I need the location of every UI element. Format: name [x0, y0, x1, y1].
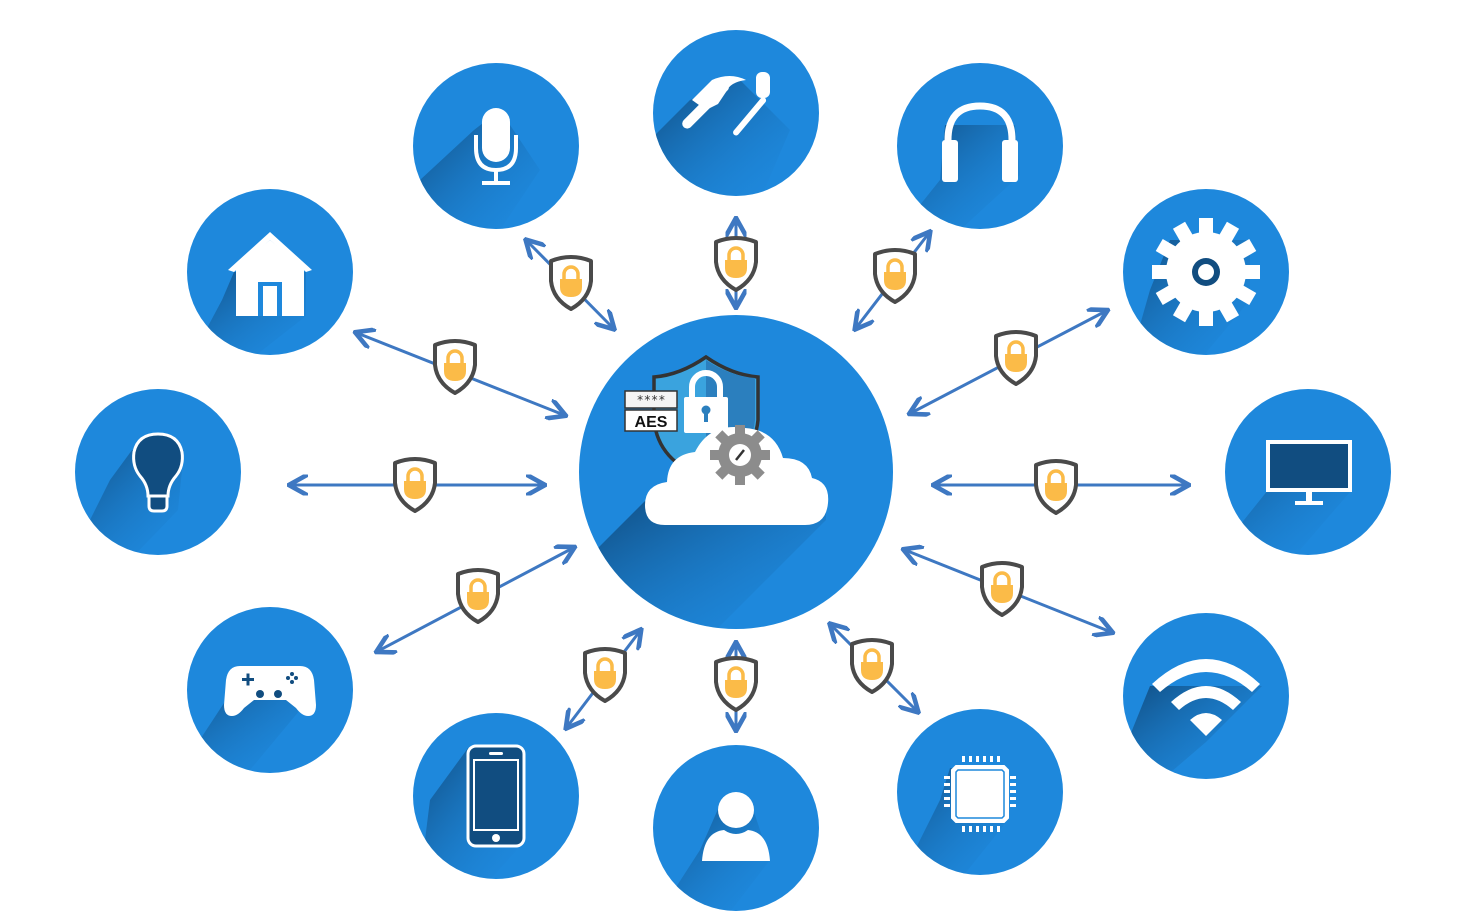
node-gamepad[interactable] [180, 607, 353, 773]
node-headphones[interactable] [897, 63, 1063, 230]
wifi-icon [1152, 659, 1260, 736]
node-light-bulb[interactable] [70, 389, 241, 560]
hub-gear-icon [710, 425, 770, 485]
headphones-icon [942, 102, 1018, 182]
cpu-chip-icon [944, 756, 1016, 832]
gamepad-icon [224, 666, 316, 716]
node-monitor[interactable] [1220, 389, 1391, 555]
lock-shield-icon [994, 330, 1038, 386]
node-user[interactable] [653, 745, 819, 912]
hub-secure-cloud[interactable]: **** AES [579, 315, 893, 640]
aes-badge-stars: **** [637, 393, 666, 407]
lock-shield-icon [714, 236, 758, 292]
node-settings[interactable] [1123, 189, 1289, 360]
lock-shield-icon [980, 561, 1024, 617]
home-icon [228, 232, 312, 316]
node-smartphone[interactable] [413, 713, 579, 880]
node-microphone[interactable] [413, 63, 579, 230]
node-chip[interactable] [897, 709, 1063, 880]
lock-shield-icon [393, 457, 437, 513]
lock-shield-icon [456, 568, 500, 624]
microphone-icon [474, 108, 518, 185]
monitor-icon [1266, 440, 1352, 505]
light-bulb-icon [132, 432, 184, 513]
smartphone-icon [466, 744, 526, 848]
node-wifi[interactable] [1120, 613, 1289, 790]
lock-shield-icon [714, 656, 758, 712]
lock-shield-icon [1034, 459, 1078, 515]
node-home[interactable] [187, 189, 353, 360]
user-icon [702, 792, 770, 861]
gear-icon [1152, 218, 1260, 326]
node-tools[interactable] [650, 30, 819, 200]
aes-badge-label: AES [635, 414, 668, 431]
lock-shield-icon [850, 638, 894, 694]
aes-badge: **** AES [624, 390, 678, 432]
lock-shield-icon [433, 339, 477, 395]
hammer-screwdriver-icon [682, 72, 770, 136]
